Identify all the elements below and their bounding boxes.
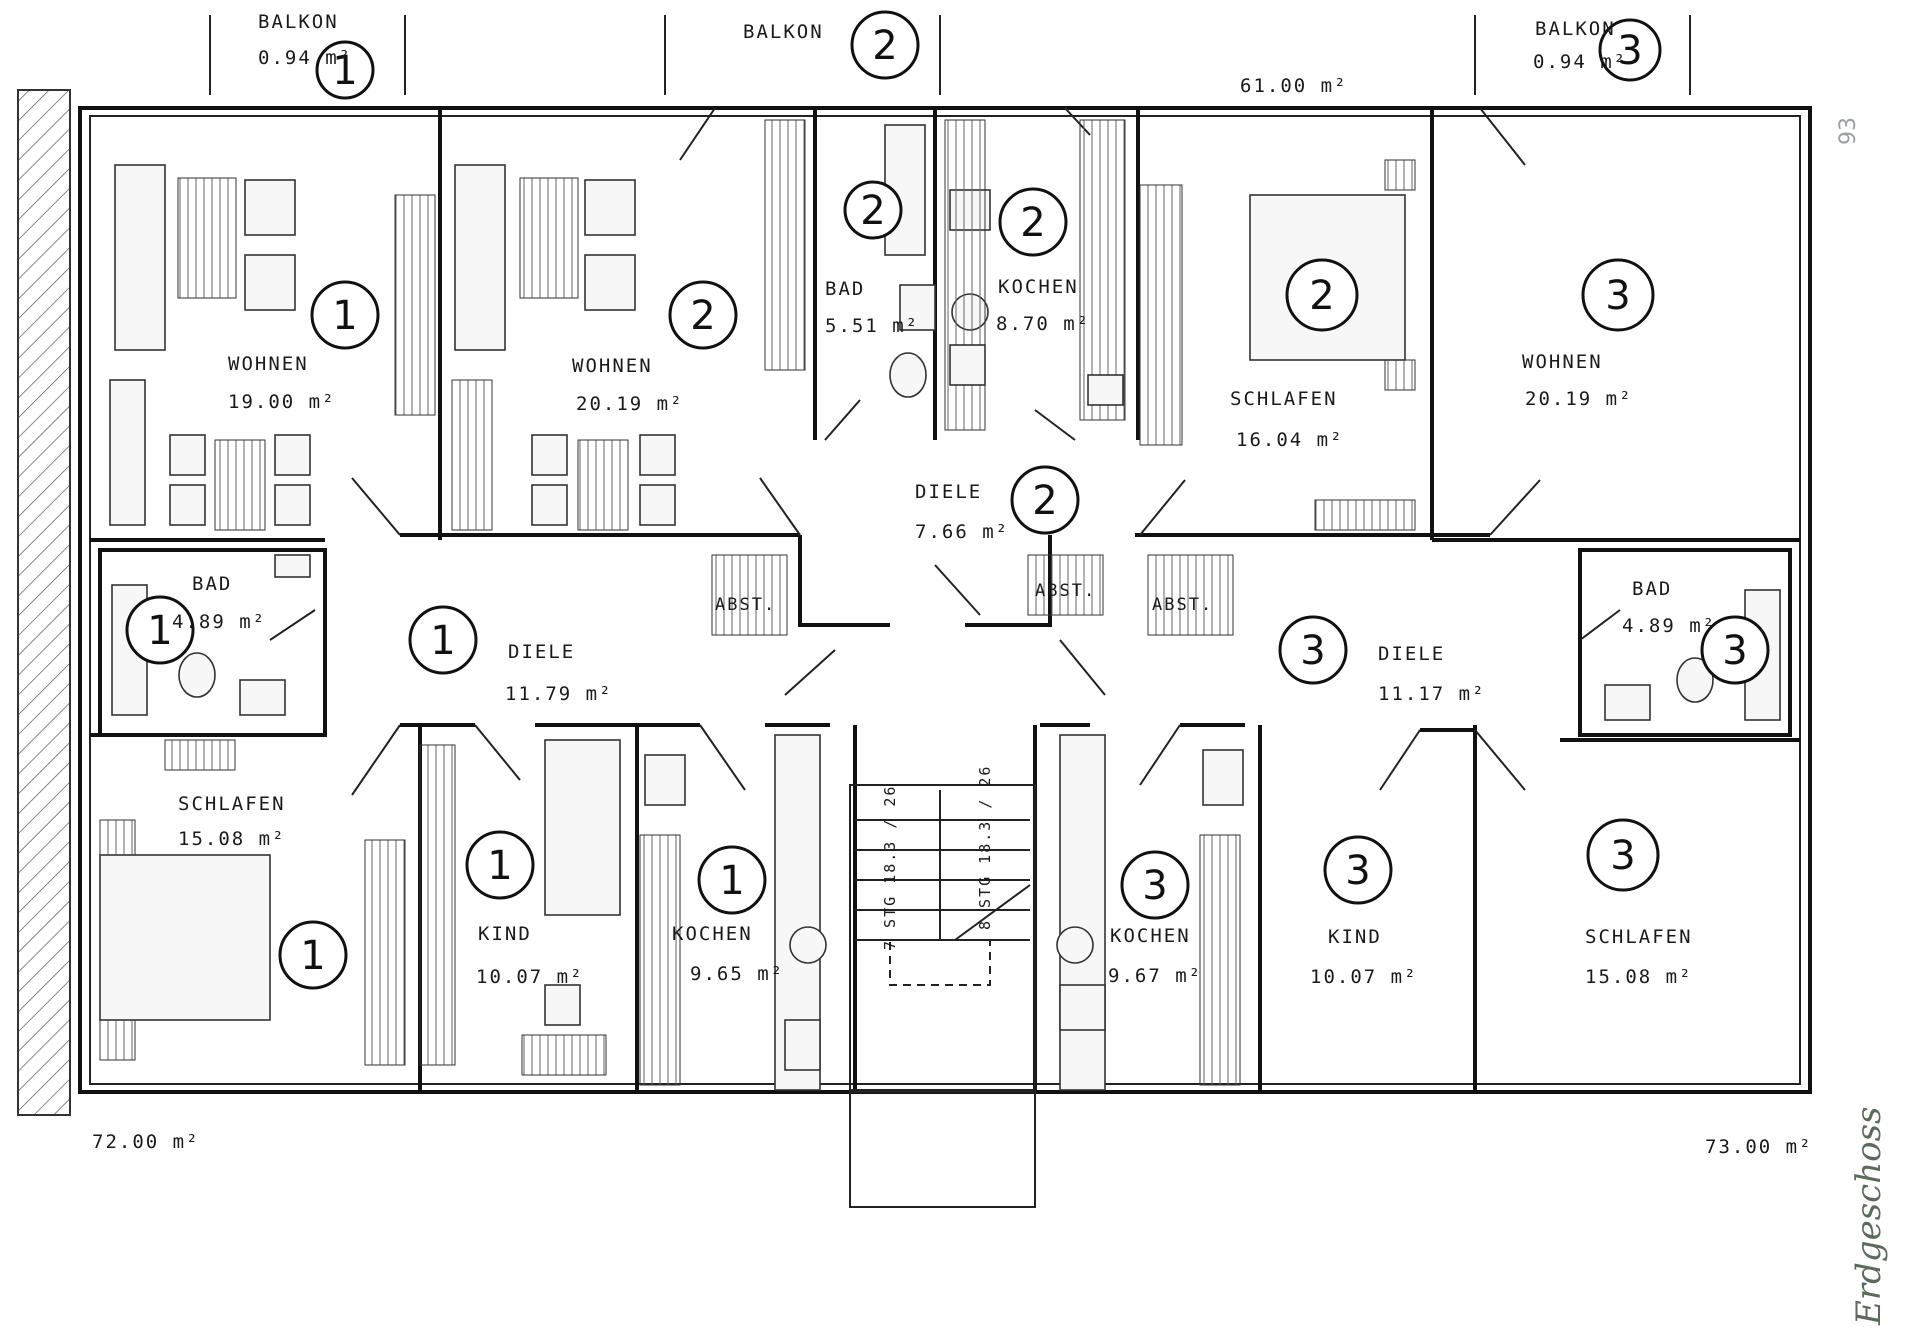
unit-marker-balcony-2: 2 xyxy=(872,23,897,69)
unit-marker-diele-1: 1 xyxy=(430,618,455,664)
stair-right-label: 8 STG 18.3 / 26 xyxy=(976,765,994,930)
furniture xyxy=(99,119,1781,1091)
room-kind-3-area: 10.07 m² xyxy=(1310,966,1418,988)
room-kochen-2-name: KOCHEN xyxy=(998,276,1079,298)
balcony-3-label: BALKON xyxy=(1535,18,1616,40)
room-diele-2-area: 7.66 m² xyxy=(915,521,1009,543)
dimension-labels: 61.00 m² 72.00 m² 73.00 m² xyxy=(92,75,1813,1158)
room-schlafen-2-area: 16.04 m² xyxy=(1236,429,1344,451)
unit-marker-kind-1: 1 xyxy=(487,843,512,889)
unit-marker-bad-1: 1 xyxy=(147,608,172,654)
storage-labels: ABST. ABST. ABST. xyxy=(715,581,1213,615)
room-bad-2-name: BAD xyxy=(825,278,865,300)
room-diele-3-name: DIELE xyxy=(1378,643,1445,665)
room-labels: WOHNEN 19.00 m² WOHNEN 20.19 m² BAD 5.51… xyxy=(172,276,1716,988)
room-schlafen-2-name: SCHLAFEN xyxy=(1230,388,1338,410)
room-kind-3-name: KIND xyxy=(1328,926,1382,948)
unit-marker-diele-2: 2 xyxy=(1032,478,1057,524)
balcony-1-label: BALKON xyxy=(258,11,339,33)
room-wohnen-3-name: WOHNEN xyxy=(1522,351,1603,373)
balcony-labels: BALKON 0.94 m² BALKON BALKON 0.94 m² xyxy=(258,11,1627,73)
storage-label-3: ABST. xyxy=(1152,595,1213,615)
room-bad-2-area: 5.51 m² xyxy=(825,315,919,337)
unit-marker-kochen-1: 1 xyxy=(719,858,744,904)
balcony-2-label: BALKON xyxy=(743,21,824,43)
unit-marker-schlafen-3: 3 xyxy=(1610,833,1635,879)
room-diele-1-area: 11.79 m² xyxy=(505,683,613,705)
side-note-erdgeschoss: Erdgeschoss xyxy=(1849,1107,1889,1326)
room-wohnen-1-name: WOHNEN xyxy=(228,353,309,375)
unit-marker-bad-2: 2 xyxy=(860,188,885,234)
room-diele-3-area: 11.17 m² xyxy=(1378,683,1486,705)
unit-marker-wohnen-1: 1 xyxy=(332,293,357,339)
room-kind-1-area: 10.07 m² xyxy=(476,966,584,988)
neighbor-wall-hatch xyxy=(17,89,71,1116)
room-kochen-2-area: 8.70 m² xyxy=(996,313,1090,335)
room-schlafen-3-name: SCHLAFEN xyxy=(1585,926,1693,948)
room-bad-1-name: BAD xyxy=(192,573,232,595)
room-kochen-3-name: KOCHEN xyxy=(1110,925,1191,947)
room-wohnen-1-area: 19.00 m² xyxy=(228,391,336,413)
dimension-bottom-right: 73.00 m² xyxy=(1705,1136,1813,1158)
room-kochen-3-area: 9.67 m² xyxy=(1108,965,1202,987)
balcony-1-area: 0.94 m² xyxy=(258,47,352,69)
room-bad-3-area: 4.89 m² xyxy=(1622,615,1716,637)
room-wohnen-2-area: 20.19 m² xyxy=(576,393,684,415)
dimension-bottom-left: 72.00 m² xyxy=(92,1131,200,1153)
staircase xyxy=(849,784,1036,1091)
balcony-outlines xyxy=(209,15,1691,95)
room-diele-1-name: DIELE xyxy=(508,641,575,663)
room-diele-2-name: DIELE xyxy=(915,481,982,503)
room-schlafen-1-area: 15.08 m² xyxy=(178,828,286,850)
room-kochen-1-name: KOCHEN xyxy=(672,923,753,945)
room-schlafen-3-area: 15.08 m² xyxy=(1585,966,1693,988)
page-number: 93 xyxy=(1836,117,1861,145)
unit-marker-kochen-2: 2 xyxy=(1020,200,1045,246)
unit-marker-balcony-3: 3 xyxy=(1617,28,1642,74)
unit-marker-schlafen-1: 1 xyxy=(300,933,325,979)
room-kochen-1-area: 9.65 m² xyxy=(690,963,784,985)
unit-marker-wohnen-3: 3 xyxy=(1605,273,1630,319)
storage-label-2: ABST. xyxy=(1035,581,1096,601)
room-bad-1-area: 4.89 m² xyxy=(172,611,266,633)
room-bad-3-name: BAD xyxy=(1632,578,1672,600)
stair-left-label: 7 STG 18.3 / 26 xyxy=(881,785,899,950)
door-swings xyxy=(269,107,1621,796)
room-kind-1-name: KIND xyxy=(478,923,532,945)
unit-marker-bad-3: 3 xyxy=(1722,628,1747,674)
unit-marker-balcony-1: 1 xyxy=(332,48,357,94)
balcony-3-area: 0.94 m² xyxy=(1533,51,1627,73)
dimension-top: 61.00 m² xyxy=(1240,75,1348,97)
room-wohnen-2-name: WOHNEN xyxy=(572,355,653,377)
room-wohnen-3-area: 20.19 m² xyxy=(1525,388,1633,410)
unit-marker-schlafen-2: 2 xyxy=(1309,273,1334,319)
storage-label-1: ABST. xyxy=(715,595,776,615)
unit-marker-kochen-3: 3 xyxy=(1142,863,1167,909)
unit-marker-kind-3: 3 xyxy=(1345,848,1370,894)
unit-marker-diele-3: 3 xyxy=(1300,628,1325,674)
unit-marker-wohnen-2: 2 xyxy=(690,293,715,339)
room-schlafen-1-name: SCHLAFEN xyxy=(178,793,286,815)
unit-markers: 1 2 3 1 2 2 2 2 3 2 1 1 3 3 1 1 1 3 3 3 xyxy=(125,10,1770,990)
